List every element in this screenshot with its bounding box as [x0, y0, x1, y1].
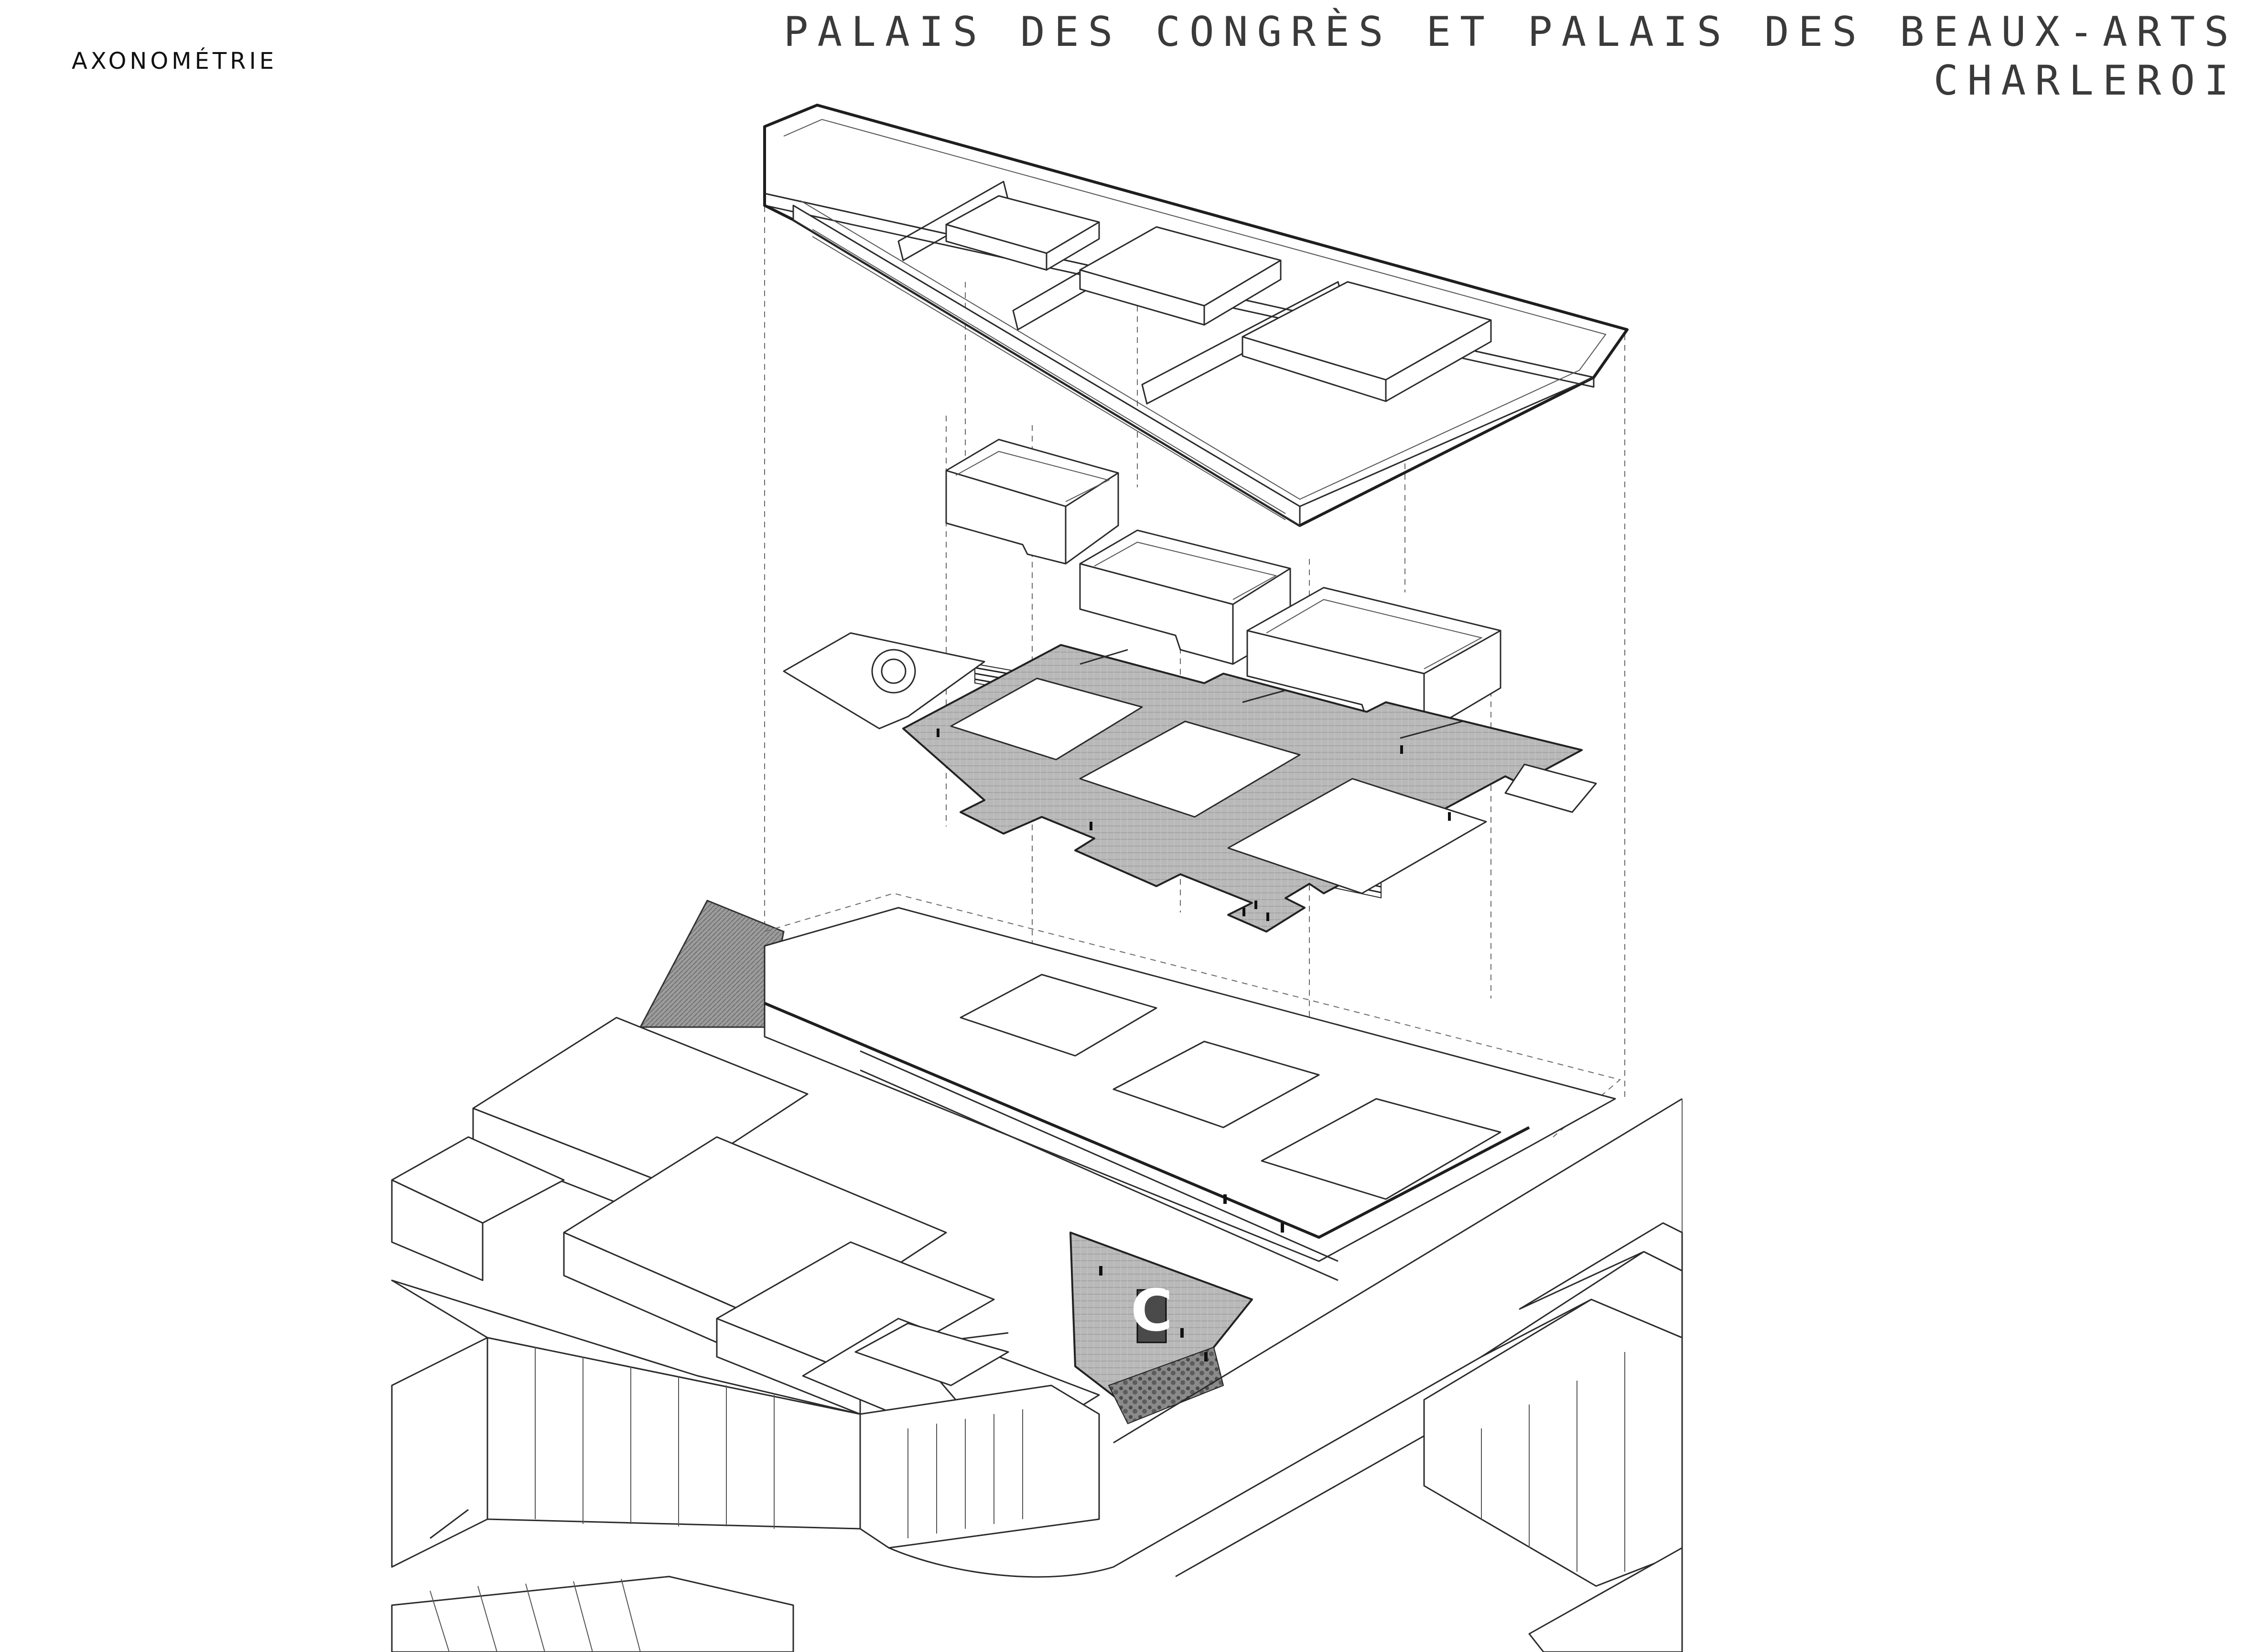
building-logo-letter: C: [1131, 1278, 1173, 1344]
building-logo-sign: [1136, 1289, 1167, 1343]
tree-row: [1108, 1346, 1224, 1425]
people-foyer: [937, 729, 1451, 921]
title-block: PALAIS DES CONGRÈS ET PALAIS DES BEAUX-A…: [784, 8, 2238, 105]
project-location: CHARLEROI: [1933, 57, 2238, 105]
roof-level: [763, 104, 1629, 527]
sheet-label: AXONOMÉTRIE: [72, 48, 278, 75]
project-title: PALAIS DES CONGRÈS ET PALAIS DES BEAUX-A…: [783, 8, 2238, 56]
people-plaza: [1099, 1194, 1284, 1362]
foyer-level: [783, 632, 1597, 933]
ground-level: C: [391, 892, 1683, 1652]
